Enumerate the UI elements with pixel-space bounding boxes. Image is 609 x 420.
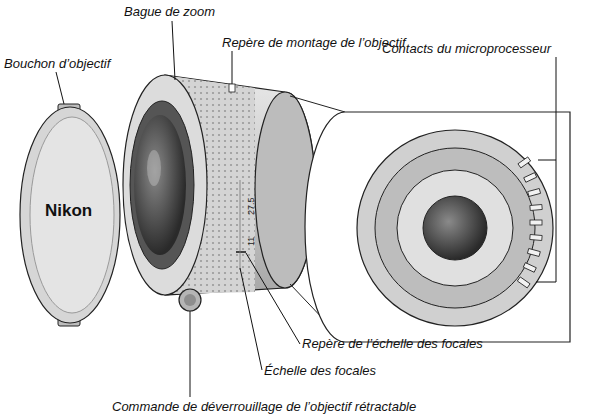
brand-logo: Nikon (45, 203, 92, 219)
part-label: Repère de montage de l’objectif (222, 35, 406, 51)
scale-number: 27.5 (243, 197, 259, 215)
part-label: Bague de zoom (124, 4, 215, 20)
part-label: Contacts du microprocesseur (382, 41, 551, 57)
leader-lines (56, 21, 556, 397)
part-label: Échelle des focales (264, 363, 376, 379)
lens-body (123, 75, 315, 311)
part-label: Repère de l’échelle des focales (302, 336, 483, 352)
part-label: Commande de déverrouillage de l’objectif… (112, 399, 416, 415)
lens-cap (20, 104, 120, 326)
scale-number: 11 (243, 237, 259, 246)
mount-inset (290, 96, 570, 342)
part-label: Bouchon d’objectif (4, 56, 110, 72)
